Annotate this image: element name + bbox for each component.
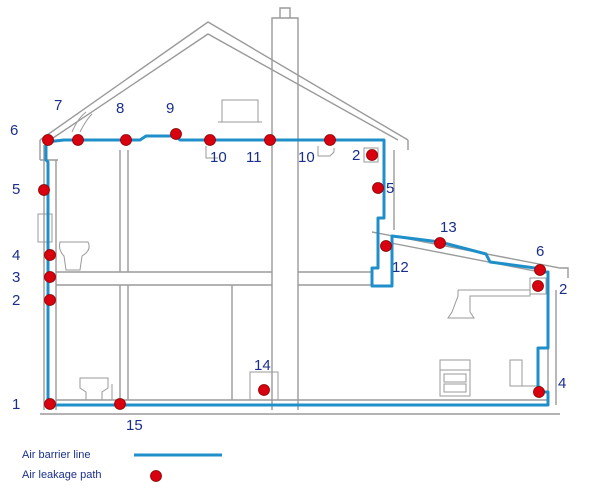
point-labels: 1 2 2 2 3 4 4 5 5 6 6 7 8 9 10 10 11 12 … [10,97,567,434]
leak-point-4-right [533,386,545,398]
leak-point-2-right [532,280,544,292]
label-12: 12 [392,259,409,276]
house-outline [37,7,569,415]
leak-point-6-right [534,264,546,276]
label-4-left: 4 [12,247,20,264]
label-15: 15 [126,417,143,434]
label-11: 11 [246,149,262,166]
leak-point-2-left [44,294,56,306]
label-8: 8 [116,100,124,117]
label-7: 7 [54,97,62,114]
leak-point-9 [170,128,182,140]
leak-point-1 [44,398,56,410]
legend-leakage-swatch [150,470,162,482]
leak-point-13 [434,237,446,249]
leak-point-2-upper [366,149,378,161]
leakage-points [38,128,546,410]
leak-point-6-left [42,134,54,146]
leak-point-12 [380,240,392,252]
label-13: 13 [440,219,457,236]
leak-point-10-left [204,134,216,146]
leak-point-14 [258,384,270,396]
leak-point-11 [264,134,276,146]
label-6-right: 6 [536,243,544,260]
leak-point-15 [114,398,126,410]
label-1: 1 [12,396,20,413]
label-4-right: 4 [558,375,566,392]
label-6-left: 6 [10,122,18,139]
label-14: 14 [254,357,271,374]
legend-air-barrier-text: Air barrier line [22,449,90,461]
leak-point-7 [72,134,84,146]
label-2-upper: 2 [352,147,360,164]
leak-point-10-right [324,134,336,146]
air-barrier-line [44,134,550,407]
legend: Air barrier line Air leakage path [22,449,222,482]
leak-point-4-left [44,249,56,261]
label-5-right: 5 [386,180,394,197]
leak-point-5-right [372,182,384,194]
label-2-left: 2 [12,292,20,309]
label-5-left: 5 [12,181,20,198]
leak-point-8 [120,134,132,146]
leak-point-3 [44,271,56,283]
label-10-left: 10 [210,149,227,166]
legend-leakage-text: Air leakage path [22,469,102,481]
label-2-right: 2 [559,281,567,298]
label-9: 9 [166,100,174,117]
label-3: 3 [12,269,20,286]
label-10-right: 10 [298,149,315,166]
leak-point-5-left [38,184,50,196]
